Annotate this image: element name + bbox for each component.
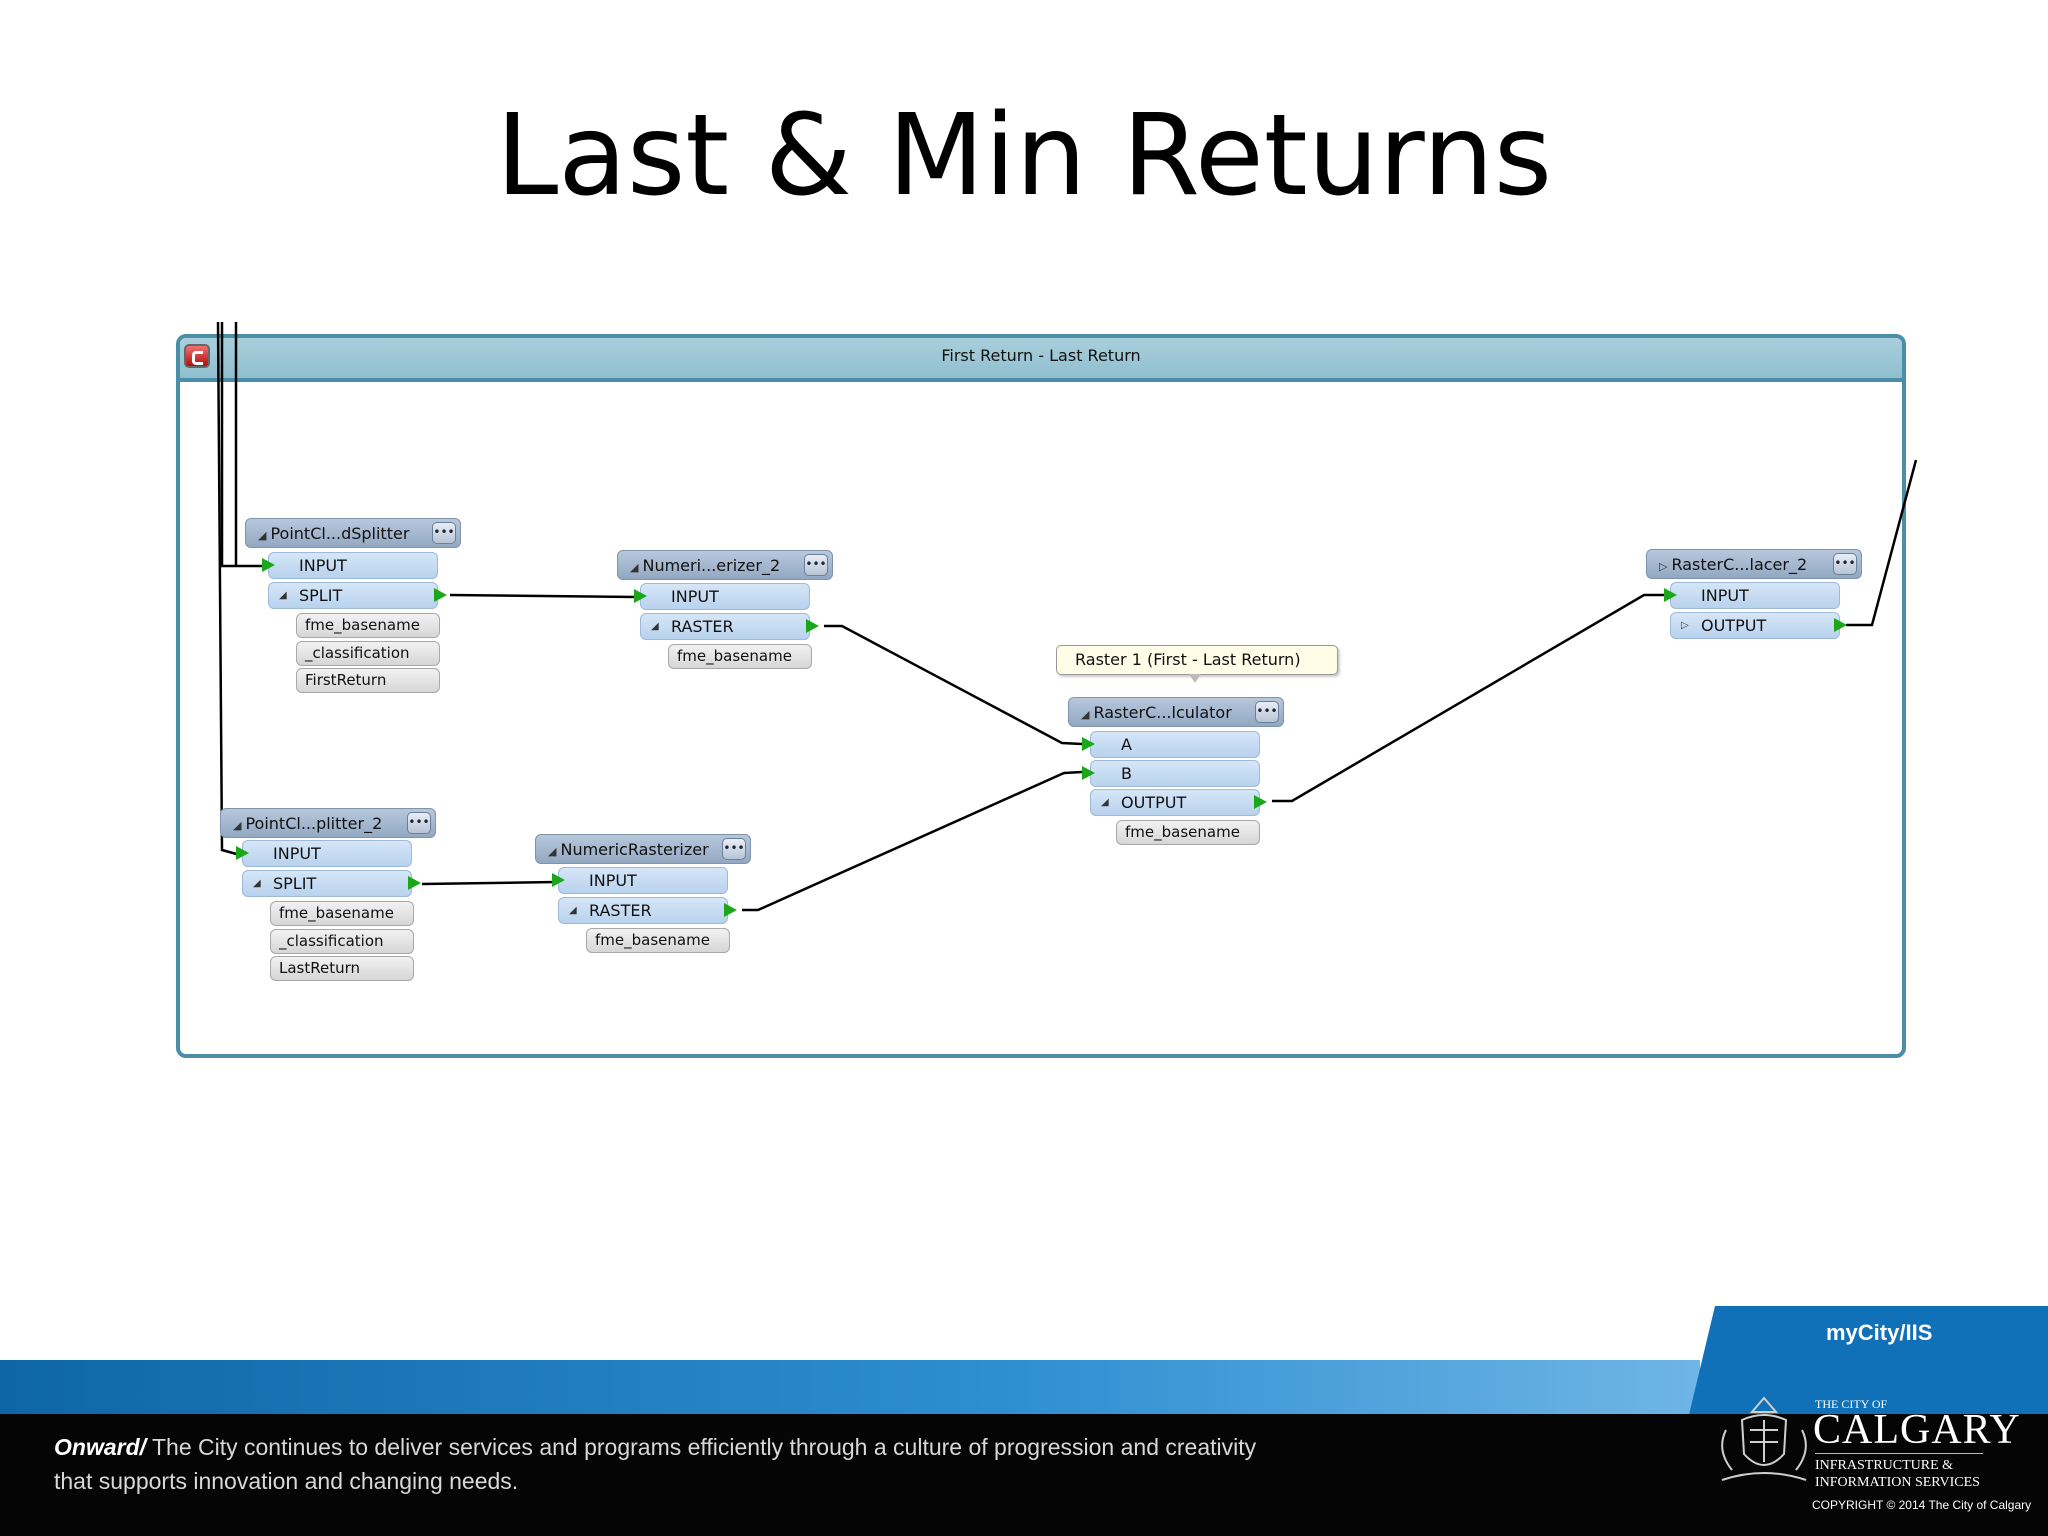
node-name: Numeri...erizer_2 (642, 556, 781, 575)
green-arrow-icon[interactable] (434, 588, 447, 602)
attribute-classification: _classification (270, 929, 414, 954)
collapse-triangle-icon[interactable]: ◢ (1081, 708, 1090, 721)
ellipsis-icon[interactable]: ••• (407, 812, 431, 834)
collapse-triangle-icon[interactable]: ◢ (233, 819, 242, 832)
collapse-triangle-icon[interactable]: ◢ (279, 590, 287, 601)
annotation-raster1[interactable]: Raster 1 (First - Last Return) (1056, 645, 1338, 683)
port-input[interactable]: INPUT (1670, 582, 1840, 609)
collapse-triangle-icon[interactable]: ◢ (1101, 797, 1109, 808)
attribute-firstreturn: FirstReturn (296, 668, 440, 693)
city-of-label: THE CITY OF (1815, 1397, 1888, 1411)
onward-line1: The City continues to deliver services a… (146, 1434, 1257, 1460)
calgary-wordmark: CALGARY (1813, 1407, 2021, 1453)
green-arrow-icon[interactable] (1664, 588, 1677, 602)
collapse-triangle-icon[interactable]: ◢ (630, 561, 639, 574)
node-name: NumericRasterizer (560, 840, 709, 859)
port-label: OUTPUT (1701, 616, 1767, 635)
ellipsis-icon[interactable]: ••• (1833, 553, 1857, 575)
bookmark-collapse-icon[interactable] (184, 344, 210, 368)
green-arrow-icon[interactable] (1082, 737, 1095, 751)
green-arrow-icon[interactable] (1082, 766, 1095, 780)
green-arrow-icon[interactable] (1254, 795, 1267, 809)
node-pointcloud-splitter2-header[interactable]: ◢PointCl...plitter_2 ••• (220, 808, 436, 838)
slide-title: Last & Min Returns (495, 91, 1553, 221)
expand-triangle-icon[interactable]: ▷ (1681, 620, 1689, 631)
port-label: OUTPUT (1121, 793, 1187, 812)
port-input[interactable]: INPUT (558, 867, 728, 894)
green-arrow-icon[interactable] (236, 846, 249, 860)
port-input[interactable]: INPUT (268, 552, 438, 579)
node-name: PointCl...plitter_2 (245, 814, 383, 833)
onward-lead: Onward/ (54, 1434, 147, 1460)
port-b[interactable]: B (1090, 760, 1260, 787)
attribute-lastreturn: LastReturn (270, 956, 414, 981)
node-pointcloud-splitter-header[interactable]: ◢PointCl...dSplitter ••• (245, 518, 461, 548)
port-label: INPUT (299, 556, 347, 575)
port-label: RASTER (671, 617, 734, 636)
bookmark-title: First Return - Last Return (941, 346, 1141, 365)
iis-line1: INFRASTRUCTURE & (1815, 1458, 1954, 1473)
green-arrow-icon[interactable] (552, 873, 565, 887)
node-numeric-rasterizer-header[interactable]: ◢NumericRasterizer ••• (535, 834, 751, 864)
attribute-classification: _classification (296, 641, 440, 666)
node-raster-replacer2-header[interactable]: ▷RasterC...lacer_2 ••• (1646, 549, 1862, 579)
collapse-triangle-icon[interactable]: ◢ (651, 621, 659, 632)
port-raster[interactable]: ◢ RASTER (640, 613, 810, 640)
collapse-triangle-icon[interactable]: ◢ (253, 878, 261, 889)
collapse-triangle-icon[interactable]: ◢ (569, 905, 577, 916)
onward-line2: that supports innovation and changing ne… (54, 1468, 519, 1494)
divider (1815, 1453, 1983, 1454)
green-arrow-icon[interactable] (724, 903, 737, 917)
iis-line2: INFORMATION SERVICES (1815, 1475, 1980, 1490)
port-split[interactable]: ◢ SPLIT (268, 582, 438, 609)
ellipsis-icon[interactable]: ••• (722, 838, 746, 860)
port-label: RASTER (589, 901, 652, 920)
green-arrow-icon[interactable] (634, 589, 647, 603)
bookmark-header[interactable]: First Return - Last Return (180, 338, 1902, 382)
node-name: PointCl...dSplitter (270, 524, 410, 543)
ellipsis-icon[interactable]: ••• (432, 522, 456, 544)
attribute-fme-basename: fme_basename (296, 613, 440, 638)
attribute-fme-basename: fme_basename (1116, 820, 1260, 845)
expand-triangle-icon[interactable]: ▷ (1659, 560, 1668, 573)
attribute-fme-basename: fme_basename (586, 928, 730, 953)
footer-onward-text: Onward/ The City continues to deliver se… (54, 1430, 1474, 1498)
green-arrow-icon[interactable] (408, 876, 421, 890)
port-label: INPUT (589, 871, 637, 890)
green-arrow-icon[interactable] (806, 619, 819, 633)
node-name: RasterC...lculator (1093, 703, 1232, 722)
attribute-fme-basename: fme_basename (270, 901, 414, 926)
port-input[interactable]: INPUT (640, 583, 810, 610)
ellipsis-icon[interactable]: ••• (1255, 701, 1279, 723)
port-split[interactable]: ◢ SPLIT (242, 870, 412, 897)
copyright-text: COPYRIGHT © 2014 The City of Calgary (1812, 1498, 2032, 1512)
footer-dark-tab (1640, 1414, 2048, 1536)
port-label: SPLIT (273, 874, 317, 893)
node-name: RasterC...lacer_2 (1671, 555, 1808, 574)
mycity-label: myCity/IIS (1826, 1320, 1933, 1345)
port-label: A (1121, 735, 1132, 754)
node-numeric-rasterizer2-header[interactable]: ◢Numeri...erizer_2 ••• (617, 550, 833, 580)
port-label: SPLIT (299, 586, 343, 605)
collapse-triangle-icon[interactable]: ◢ (258, 529, 267, 542)
port-label: INPUT (1701, 586, 1749, 605)
port-output[interactable]: ▷ OUTPUT (1670, 612, 1840, 639)
green-arrow-icon[interactable] (1834, 618, 1847, 632)
city-crest-icon (1721, 1396, 1807, 1481)
node-raster-calculator-header[interactable]: ◢RasterC...lculator ••• (1068, 697, 1284, 727)
port-label: B (1121, 764, 1132, 783)
collapse-triangle-icon[interactable]: ◢ (548, 845, 557, 858)
green-arrow-icon[interactable] (262, 558, 275, 572)
bookmark-first-last-return[interactable]: First Return - Last Return (176, 334, 1906, 1058)
port-a[interactable]: A (1090, 731, 1260, 758)
port-raster[interactable]: ◢ RASTER (558, 897, 728, 924)
ellipsis-icon[interactable]: ••• (804, 554, 828, 576)
attribute-fme-basename: fme_basename (668, 644, 812, 669)
port-output[interactable]: ◢ OUTPUT (1090, 789, 1260, 816)
port-input[interactable]: INPUT (242, 840, 412, 867)
port-label: INPUT (273, 844, 321, 863)
port-label: INPUT (671, 587, 719, 606)
footer-blue-stripe (0, 1360, 1700, 1414)
